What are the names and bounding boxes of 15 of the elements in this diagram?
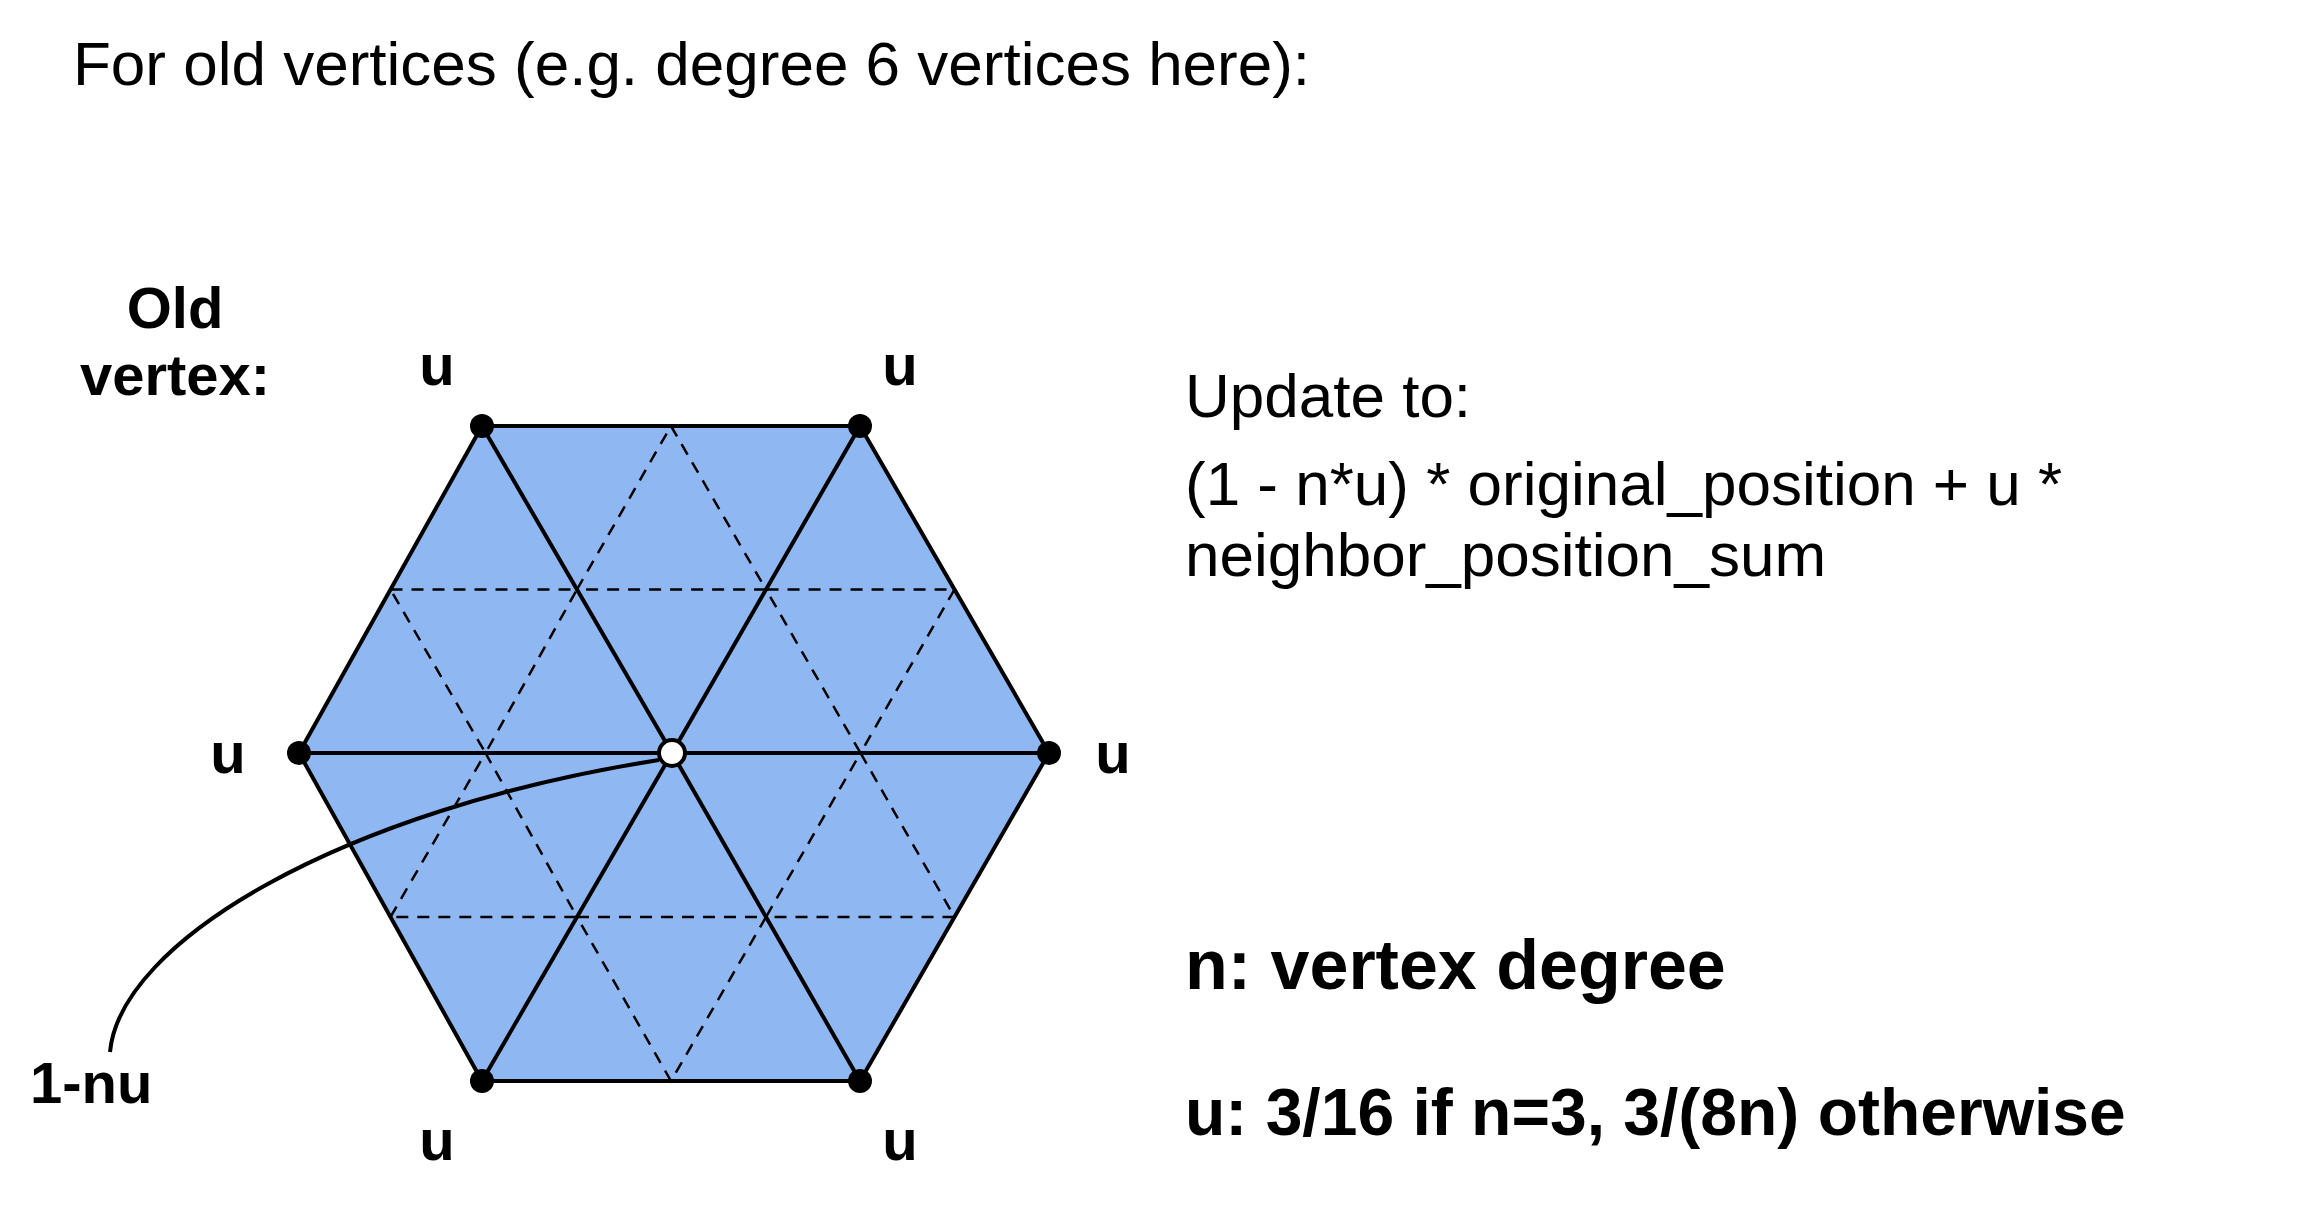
weight-label: u <box>419 1106 455 1174</box>
formula-text: (1 - n*u) * original_position + u * neighbor_position_sum <box>1185 448 2064 591</box>
vertex-dot <box>656 737 688 769</box>
weight-label: u <box>882 331 918 399</box>
title: For old vertices (e.g. degree 6 vertices here): <box>73 28 1311 100</box>
weight-label: u <box>419 331 455 399</box>
coefficient-label: 1-nu <box>30 1050 153 1117</box>
leader-line <box>108 758 660 1053</box>
definition-text: u: 3/16 if n=3, 3/(8n) otherwise <box>1185 1075 2126 1151</box>
weight-label: u <box>210 719 246 787</box>
heading-text: Update to: <box>1185 360 1472 432</box>
weight-label: u <box>882 1106 918 1174</box>
weight-label: u <box>1095 719 1131 787</box>
diagram-label: Old vertex: <box>78 275 272 409</box>
definition-text: n: vertex degree <box>1185 925 1726 1006</box>
